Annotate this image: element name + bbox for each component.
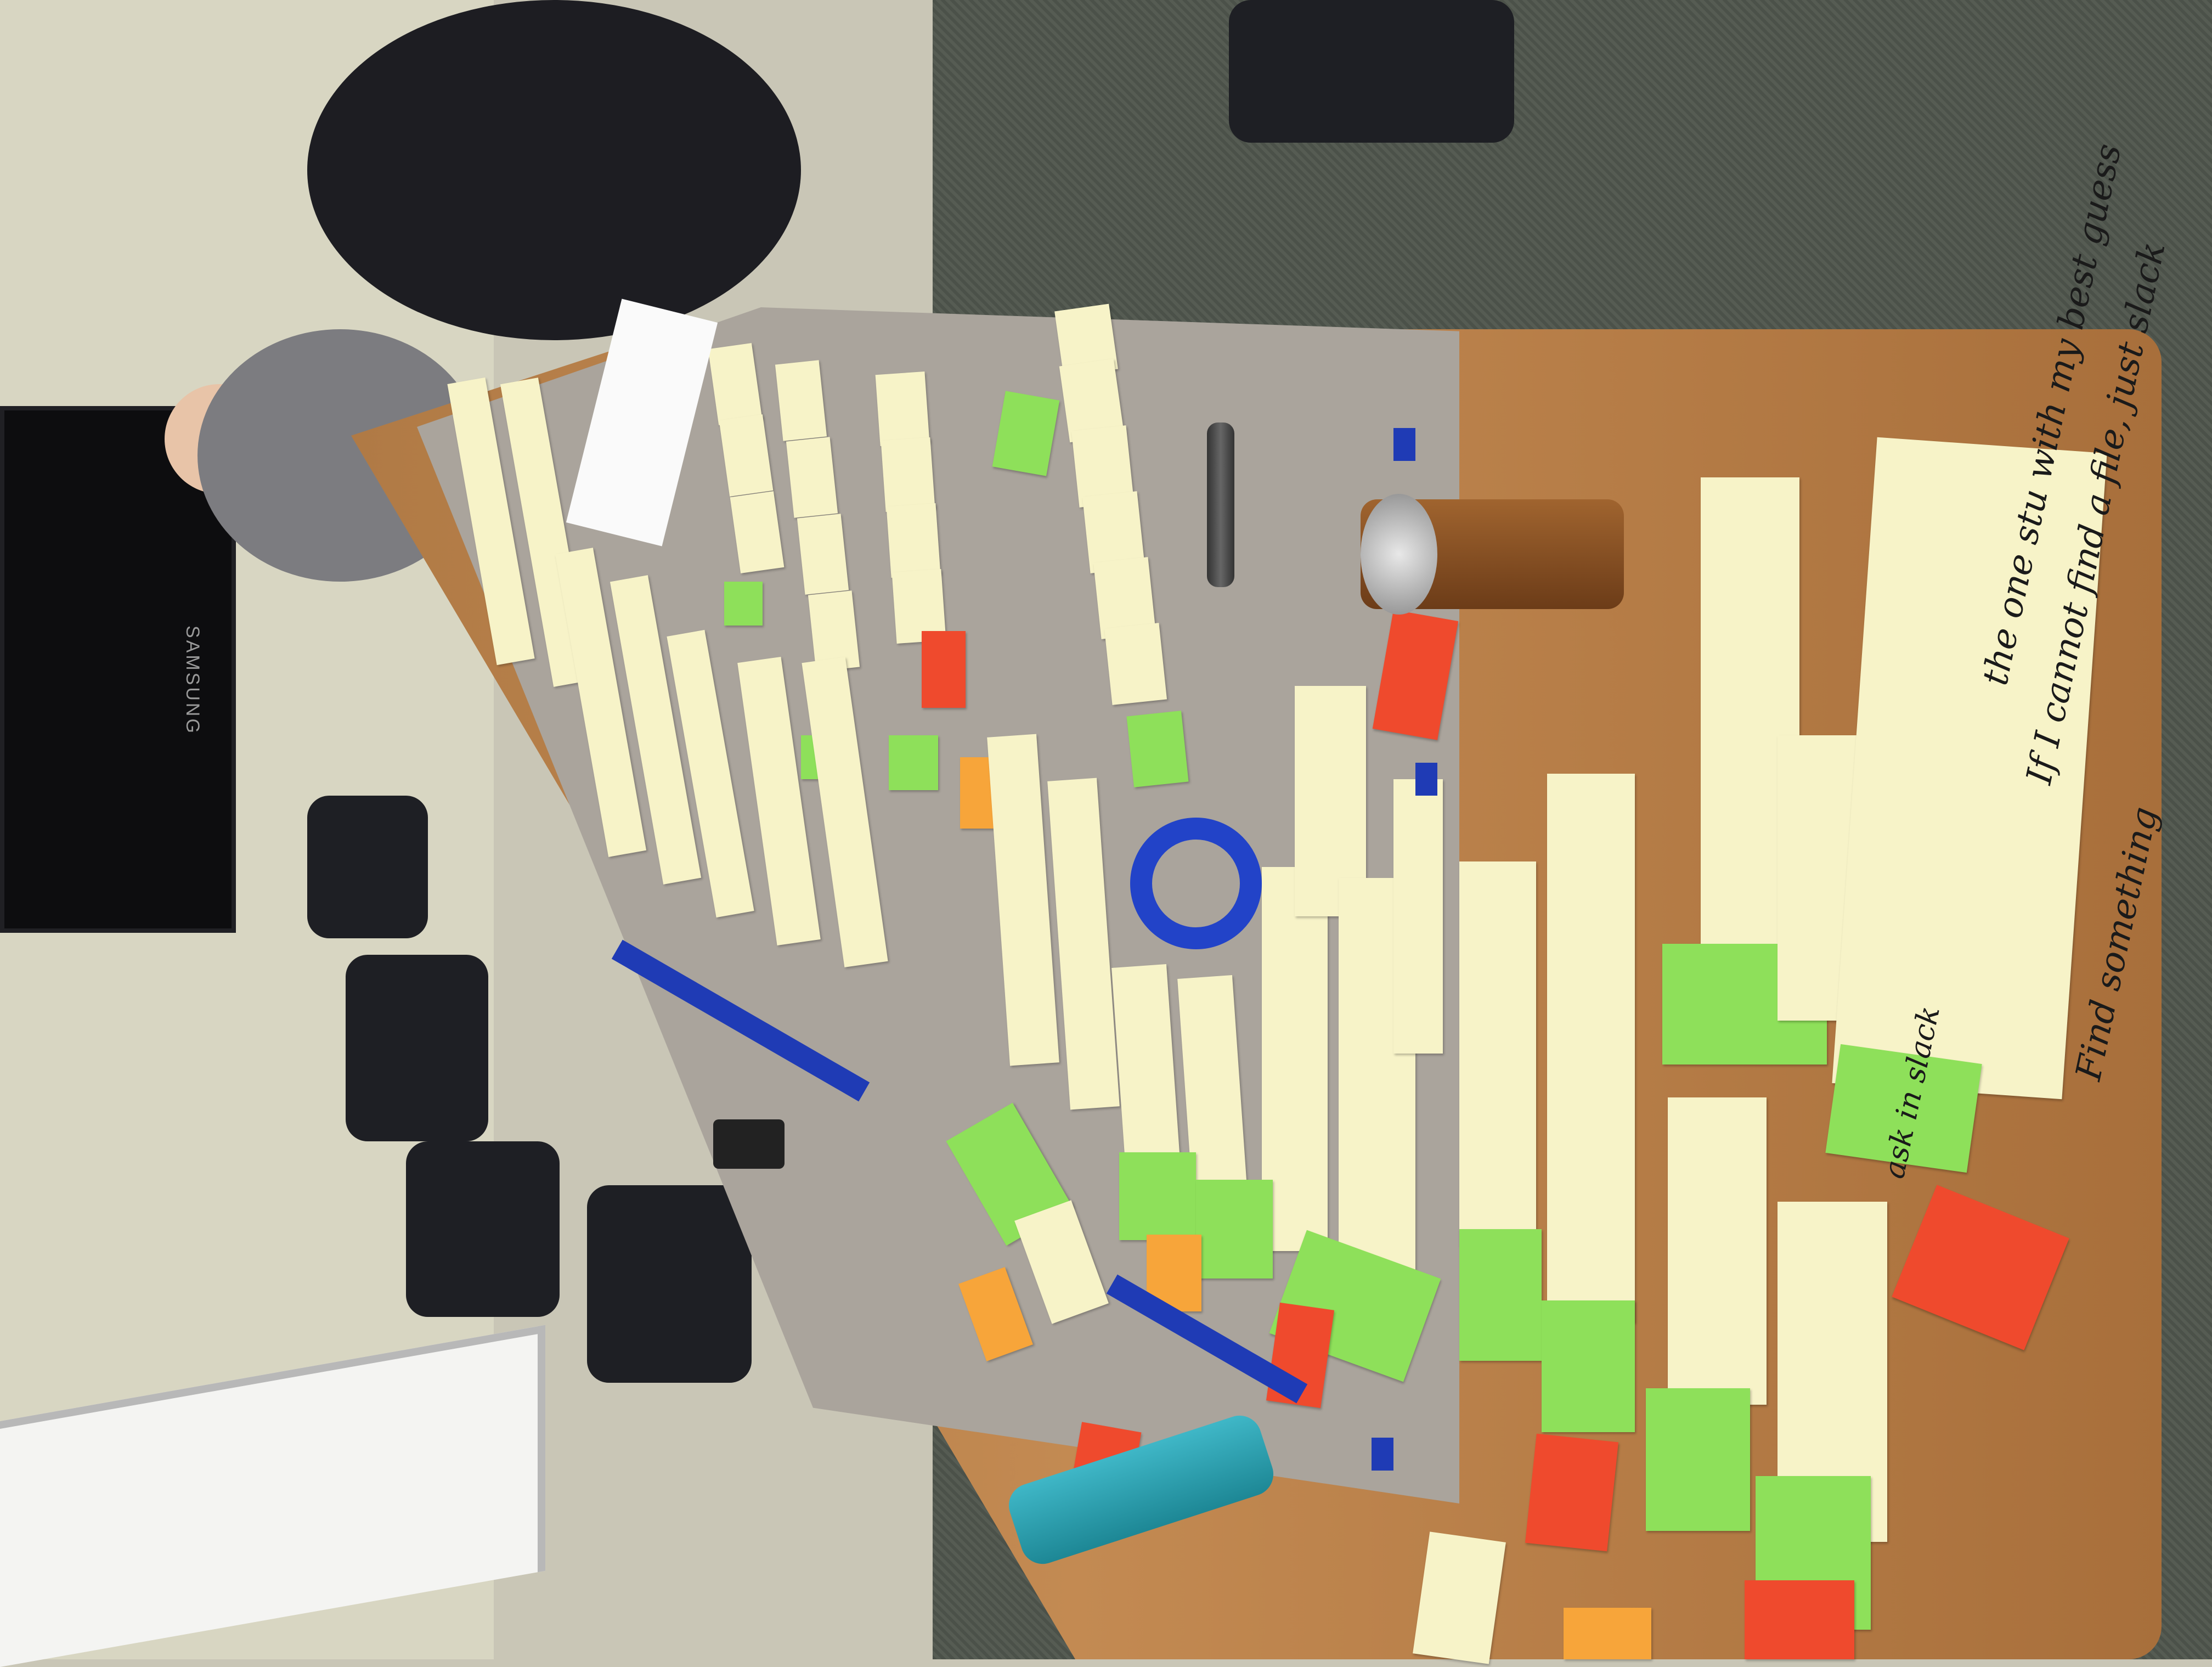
sticky-note xyxy=(1542,1300,1635,1432)
sticky-note-column xyxy=(1832,437,2107,1100)
sticky-note-column xyxy=(1547,774,1635,1322)
chair xyxy=(1229,0,1514,143)
marker xyxy=(1207,423,1234,587)
blue-tape-strip xyxy=(1372,1438,1393,1471)
sticky-note-column xyxy=(1459,861,1536,1246)
sticky-note xyxy=(1119,1152,1196,1240)
person-dark-hair xyxy=(307,0,801,340)
sticky-note xyxy=(922,631,966,708)
sticky-note xyxy=(881,437,935,512)
sticky-note xyxy=(797,514,849,595)
sticky-note xyxy=(1745,1580,1854,1659)
sticky-note-column xyxy=(1668,1097,1767,1405)
sticky-note-column xyxy=(1393,779,1443,1054)
sticky-note xyxy=(724,582,763,626)
sticky-note xyxy=(875,371,930,446)
chair xyxy=(587,1185,752,1383)
sticky-note-column xyxy=(1262,867,1328,1251)
chair xyxy=(346,955,488,1141)
sticky-note xyxy=(775,360,827,441)
sticky-note xyxy=(786,437,838,518)
sticky-note xyxy=(1104,623,1167,705)
sticky-note xyxy=(1459,1229,1542,1361)
tape-roll xyxy=(1130,818,1262,949)
sticky-note xyxy=(1564,1608,1651,1659)
sticky-note xyxy=(886,503,941,578)
sticky-note xyxy=(1126,711,1189,787)
thermos-cap xyxy=(1361,494,1437,615)
chair xyxy=(307,796,428,938)
sticky-note xyxy=(1525,1433,1619,1552)
eraser xyxy=(713,1119,785,1169)
sticky-note xyxy=(889,735,938,790)
wall-tv xyxy=(0,406,236,933)
sticky-note xyxy=(1646,1388,1750,1531)
blue-tape-strip xyxy=(1415,763,1437,796)
tv-brand-label: SAMSUNG xyxy=(182,626,203,735)
chair xyxy=(406,1141,560,1317)
blue-tape-strip xyxy=(1393,428,1415,461)
sticky-note xyxy=(1196,1180,1273,1279)
